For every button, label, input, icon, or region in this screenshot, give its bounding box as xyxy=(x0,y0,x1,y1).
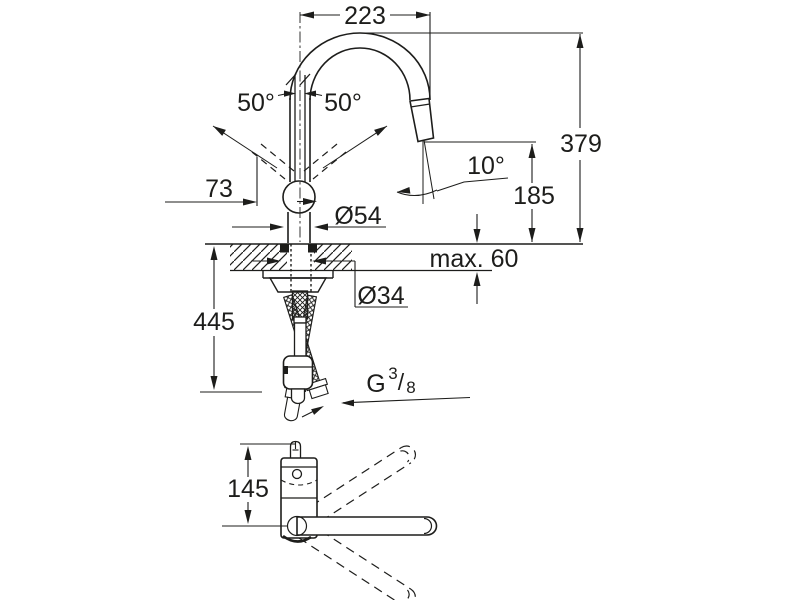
lever-break-tick xyxy=(285,73,297,86)
dim-swivel-offset-label: 145 xyxy=(227,475,269,503)
dim-lever-reach-label: 73 xyxy=(205,175,233,203)
dim-lever-angle-left-label: 50° xyxy=(237,89,275,117)
mounting-clamps xyxy=(280,244,317,253)
thread-numerator: 3 xyxy=(388,364,397,383)
arrowheads xyxy=(210,11,584,415)
dim-shank-diameter-label: Ø34 xyxy=(357,282,404,310)
dim-spout-reach-label: 223 xyxy=(344,2,386,30)
spray-angle-lines xyxy=(396,139,438,204)
pullout-hose-weight xyxy=(282,290,314,405)
thread-denominator: 8 xyxy=(406,378,415,397)
countertop-section xyxy=(205,243,583,272)
top-view-arrowheads xyxy=(244,446,252,524)
threaded-shank xyxy=(290,244,312,293)
thread-size-label: G 3 / 8 xyxy=(366,364,415,398)
lever-break-tick xyxy=(299,73,311,86)
spray-tip-tab xyxy=(289,440,302,458)
top-view xyxy=(222,440,438,600)
dim-hose-length-label: 445 xyxy=(193,308,235,336)
spray-head xyxy=(409,97,435,143)
dim-lever-angle-right-label: 50° xyxy=(324,89,362,117)
dim-outlet-height-label: 185 xyxy=(513,182,555,210)
swivel-base-arc xyxy=(282,534,312,543)
spout-arc xyxy=(289,32,431,101)
lever-swing-positions xyxy=(251,143,347,180)
lever-handle xyxy=(285,73,311,182)
dim-total-height-label: 379 xyxy=(560,130,602,158)
dim-spray-angle-label: 10° xyxy=(467,152,505,180)
faucet-body xyxy=(287,98,311,243)
thread-letter: G xyxy=(366,370,385,398)
top-view-spout xyxy=(282,515,438,543)
dim-body-diameter-label: Ø54 xyxy=(334,202,381,230)
dim-counter-thickness-label: max. 60 xyxy=(430,245,519,273)
thread-slash: / xyxy=(398,369,405,395)
side-view xyxy=(165,11,584,422)
mounting-flange xyxy=(262,271,334,293)
ball-joint xyxy=(282,180,316,214)
dimension-labels: 223 379 185 10° 50° 50° 73 Ø54 max. 60 Ø… xyxy=(193,2,602,503)
